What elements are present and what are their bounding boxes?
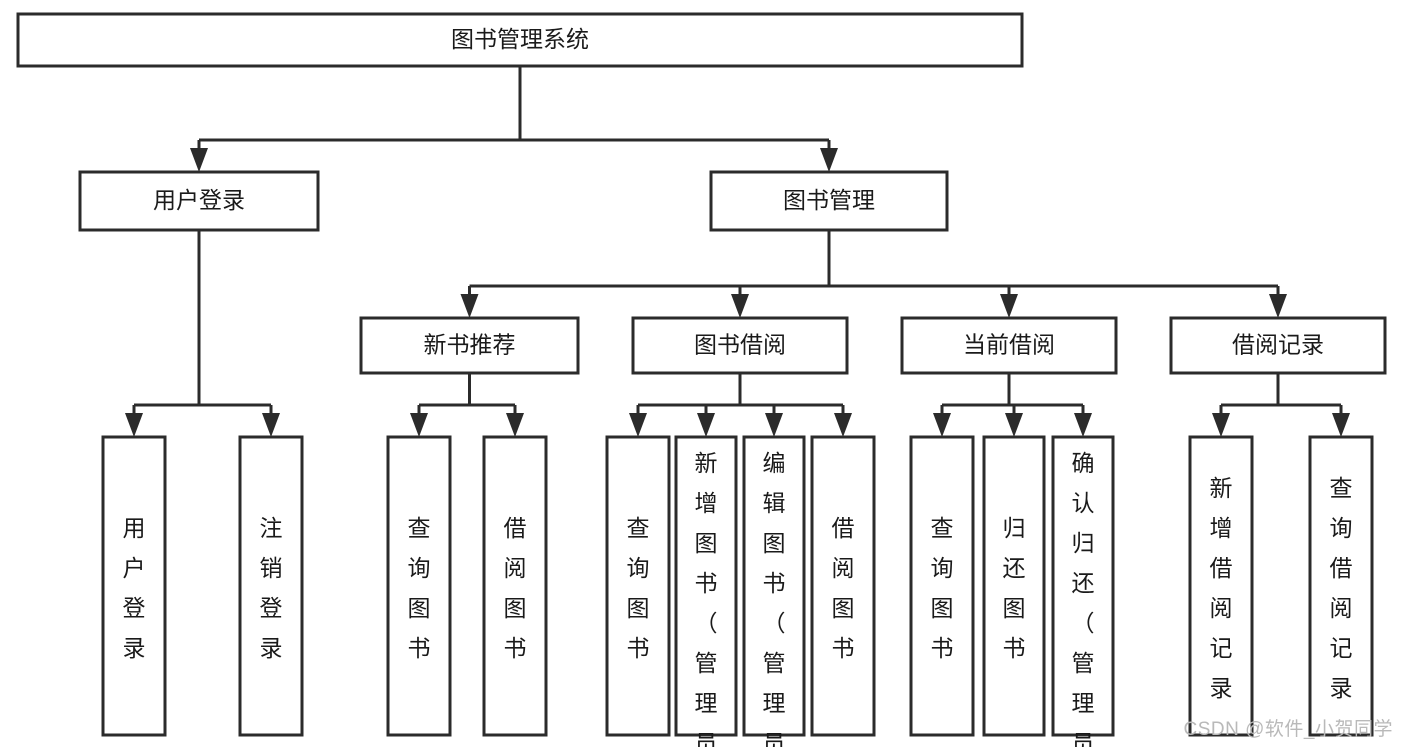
node-box-l-query-record bbox=[1308, 435, 1374, 737]
node-user-login[interactable]: 用户登录 bbox=[78, 170, 320, 232]
connector-group-root bbox=[190, 66, 838, 172]
node-box-new-book-rec bbox=[359, 316, 580, 375]
node-label-l-add-record: 新增借阅记录 bbox=[1210, 475, 1233, 701]
node-box-l-borrow-book-1 bbox=[482, 435, 548, 737]
arrowhead-icon-leaf-user-login bbox=[125, 413, 143, 437]
arrowhead-icon-l-borrow-book-2 bbox=[834, 413, 852, 437]
node-label-leaf-user-login: 用户登录 bbox=[123, 515, 146, 661]
node-box-borrow-record bbox=[1169, 316, 1387, 375]
node-box-l-confirm-return bbox=[1051, 435, 1115, 737]
node-label-l-borrow-book-2: 借阅图书 bbox=[832, 515, 855, 661]
arrowhead-icon-l-query-record bbox=[1332, 413, 1350, 437]
node-box-l-add-book bbox=[674, 435, 738, 737]
arrowhead-icon-l-return-book bbox=[1005, 413, 1023, 437]
node-box-l-borrow-book-2 bbox=[810, 435, 876, 737]
connector-group-user-login bbox=[125, 230, 280, 437]
arrowhead-icon-l-borrow-book-1 bbox=[506, 413, 524, 437]
node-box-root bbox=[16, 12, 1024, 68]
node-l-confirm-return[interactable]: 确认归还（管理员） bbox=[1051, 435, 1115, 747]
node-l-query-book-1[interactable]: 查询图书 bbox=[386, 435, 452, 737]
connector-group-book-manage bbox=[460, 230, 1287, 318]
arrowhead-icon-l-add-book bbox=[697, 413, 715, 437]
arrowhead-icon-l-edit-book bbox=[765, 413, 783, 437]
node-box-book-borrow bbox=[631, 316, 849, 375]
node-box-leaf-user-login bbox=[101, 435, 167, 737]
node-box-l-add-record bbox=[1188, 435, 1254, 737]
node-label-l-query-book-2: 查询图书 bbox=[627, 515, 650, 661]
node-current-borrow[interactable]: 当前借阅 bbox=[900, 316, 1118, 375]
node-box-l-query-book-1 bbox=[386, 435, 452, 737]
arrowhead-icon-l-query-book-1 bbox=[410, 413, 428, 437]
arrowhead-icon-book-manage bbox=[820, 148, 838, 172]
node-label-l-query-book-1: 查询图书 bbox=[408, 515, 431, 661]
arrowhead-icon-current-borrow bbox=[1000, 294, 1018, 318]
node-label-current-borrow: 当前借阅 bbox=[963, 332, 1055, 358]
node-box-leaf-logout bbox=[238, 435, 304, 737]
arrowhead-icon-l-add-record bbox=[1212, 413, 1230, 437]
nodes-layer: 图书管理系统用户登录图书管理新书推荐图书借阅当前借阅借阅记录用户登录注销登录查询… bbox=[16, 12, 1387, 747]
arrowhead-icon-l-query-book-2 bbox=[629, 413, 647, 437]
node-label-book-manage: 图书管理 bbox=[783, 187, 875, 213]
node-label-l-add-book: 新增图书（管理员） bbox=[695, 450, 718, 747]
node-leaf-logout[interactable]: 注销登录 bbox=[238, 435, 304, 737]
node-borrow-record[interactable]: 借阅记录 bbox=[1169, 316, 1387, 375]
connector-group-new-book-rec bbox=[410, 373, 524, 437]
node-l-return-book[interactable]: 归还图书 bbox=[982, 435, 1046, 737]
arrowhead-icon-borrow-record bbox=[1269, 294, 1287, 318]
node-label-l-query-record: 查询借阅记录 bbox=[1330, 475, 1353, 701]
node-l-add-book[interactable]: 新增图书（管理员） bbox=[674, 435, 738, 747]
node-l-query-record[interactable]: 查询借阅记录 bbox=[1308, 435, 1374, 737]
node-l-edit-book[interactable]: 编辑图书（管理员） bbox=[742, 435, 806, 747]
connectors-layer bbox=[125, 66, 1350, 437]
arrowhead-icon-user-login bbox=[190, 148, 208, 172]
node-label-l-borrow-book-1: 借阅图书 bbox=[504, 515, 527, 661]
node-box-l-query-book-2 bbox=[605, 435, 671, 737]
node-l-query-book-2[interactable]: 查询图书 bbox=[605, 435, 671, 737]
node-label-l-return-book: 归还图书 bbox=[1003, 515, 1026, 661]
node-l-query-book-3[interactable]: 查询图书 bbox=[909, 435, 975, 737]
arrowhead-icon-book-borrow bbox=[731, 294, 749, 318]
node-label-l-edit-book: 编辑图书（管理员） bbox=[763, 450, 786, 747]
node-label-new-book-rec: 新书推荐 bbox=[424, 332, 516, 358]
node-root[interactable]: 图书管理系统 bbox=[16, 12, 1024, 68]
node-label-root: 图书管理系统 bbox=[451, 26, 589, 52]
node-box-book-manage bbox=[709, 170, 949, 232]
arrowhead-icon-l-query-book-3 bbox=[933, 413, 951, 437]
node-book-borrow[interactable]: 图书借阅 bbox=[631, 316, 849, 375]
node-label-l-confirm-return: 确认归还（管理员） bbox=[1072, 450, 1095, 747]
arrowhead-icon-new-book-rec bbox=[460, 294, 479, 318]
node-l-borrow-book-1[interactable]: 借阅图书 bbox=[482, 435, 548, 737]
node-label-book-borrow: 图书借阅 bbox=[694, 332, 786, 358]
node-label-leaf-logout: 注销登录 bbox=[260, 515, 283, 661]
node-leaf-user-login[interactable]: 用户登录 bbox=[101, 435, 167, 737]
arrowhead-icon-leaf-logout bbox=[262, 413, 280, 437]
watermark-text: CSDN @软件_小贺同学 bbox=[1183, 719, 1393, 740]
arrowhead-icon-l-confirm-return bbox=[1074, 413, 1092, 437]
node-label-l-query-book-3: 查询图书 bbox=[931, 515, 954, 661]
connector-group-book-borrow bbox=[629, 373, 852, 437]
node-l-add-record[interactable]: 新增借阅记录 bbox=[1188, 435, 1254, 737]
node-box-l-query-book-3 bbox=[909, 435, 975, 737]
connector-group-borrow-record bbox=[1212, 373, 1350, 437]
node-box-user-login bbox=[78, 170, 320, 232]
connector-group-current-borrow bbox=[933, 373, 1092, 437]
node-box-l-return-book bbox=[982, 435, 1046, 737]
node-label-borrow-record: 借阅记录 bbox=[1232, 332, 1324, 358]
node-box-current-borrow bbox=[900, 316, 1118, 375]
node-label-user-login: 用户登录 bbox=[153, 187, 245, 213]
node-box-l-edit-book bbox=[742, 435, 806, 737]
node-new-book-rec[interactable]: 新书推荐 bbox=[359, 316, 580, 375]
node-book-manage[interactable]: 图书管理 bbox=[709, 170, 949, 232]
node-l-borrow-book-2[interactable]: 借阅图书 bbox=[810, 435, 876, 737]
